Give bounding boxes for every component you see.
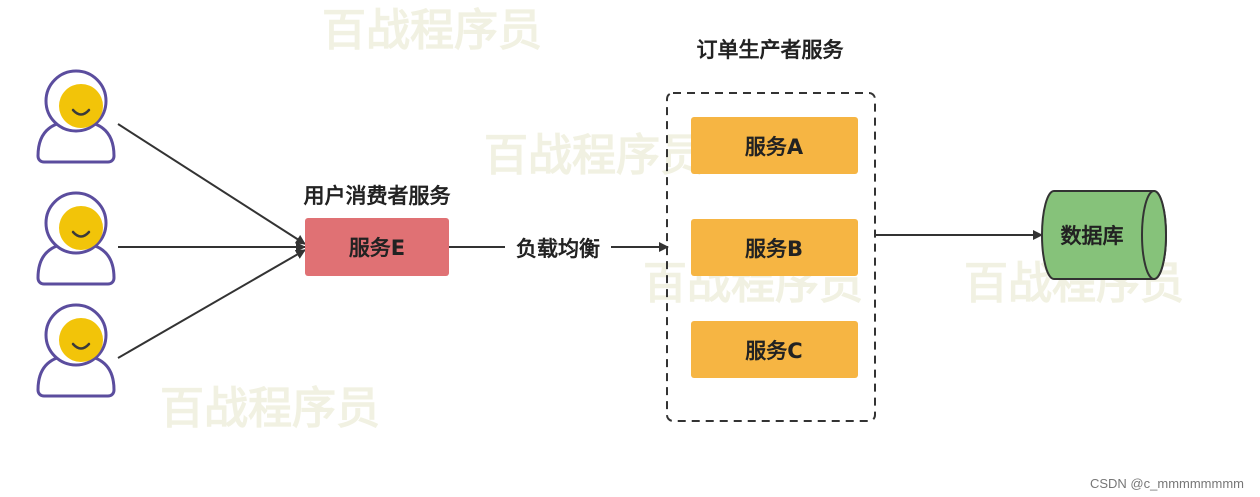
producer-group-title: 订单生产者服务 (697, 38, 845, 62)
service-e-label: 服务E (349, 236, 405, 260)
edge-label-bg (505, 234, 611, 262)
user1-to-service-e-arrow (117, 123, 306, 245)
producer-group-border (666, 92, 876, 422)
database-cylinder-icon (1041, 190, 1167, 280)
user-avatar-icon (36, 69, 116, 164)
load-balance-label: 负载均衡 (516, 237, 600, 261)
watermark-1: 百战程序员 (322, 5, 542, 56)
service-e-box (305, 218, 449, 276)
consumer-group-title: 用户消费者服务 (304, 184, 452, 208)
database-label: 数据库 (1061, 224, 1124, 248)
watermark-2: 百战程序员 (484, 130, 704, 181)
user-avatar-icon (36, 191, 116, 286)
service-a-box (691, 117, 858, 174)
service-c-box (691, 321, 858, 378)
watermark-5: 百战程序员 (160, 383, 380, 434)
csdn-credit: CSDN @c_mmmmmmmm (1089, 476, 1244, 491)
service-a-label: 服务A (745, 135, 804, 159)
service-b-box (691, 219, 858, 276)
service-c-label: 服务C (745, 339, 802, 363)
user3-to-service-e-arrow (117, 249, 306, 359)
service-b-label: 服务B (745, 237, 803, 261)
user-avatar-icon (36, 303, 116, 398)
